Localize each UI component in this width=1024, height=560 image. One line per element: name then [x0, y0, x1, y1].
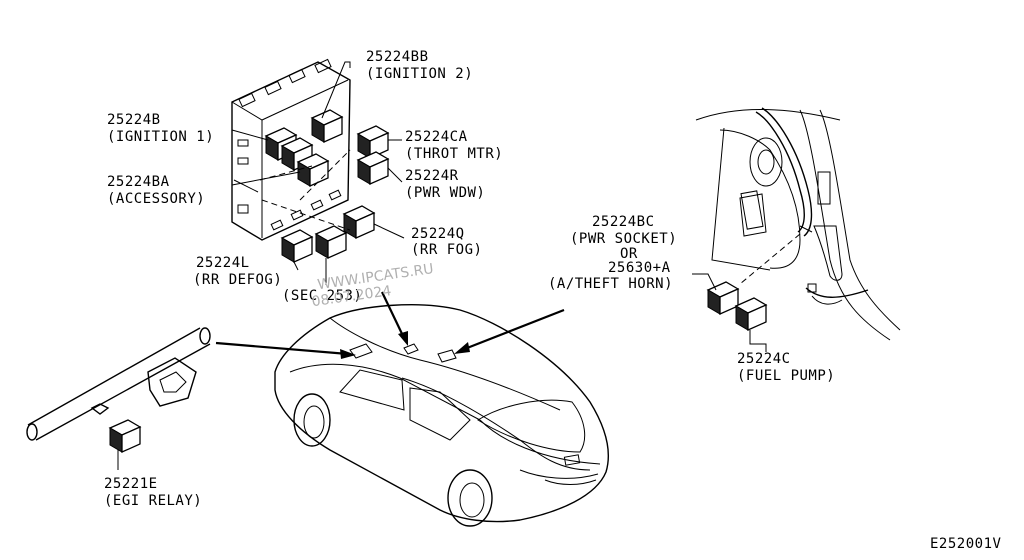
relay-rr-fog [342, 205, 376, 240]
dash-crossmember [26, 327, 211, 441]
relay-egi [108, 419, 142, 470]
label-rrdef-part: 25224L [196, 255, 250, 271]
label-fuel-desc: (FUEL PUMP) [737, 368, 835, 384]
relay-pwr-socket [706, 281, 740, 316]
label-socket-part: 25224BC [592, 214, 655, 230]
location-arrows [215, 291, 565, 359]
label-ign1-part: 25224B [107, 112, 161, 128]
relay-fuel-pump [734, 297, 768, 332]
label-pwr-part: 25224R [405, 168, 459, 184]
relay-throt-mtr [356, 125, 390, 160]
relay-sec-253 [314, 225, 348, 260]
label-acc-part: 25224BA [107, 174, 170, 190]
relay-pwr-wdw [356, 151, 390, 186]
label-or: OR [620, 246, 638, 262]
label-rrfog-part: 25224Q [411, 226, 465, 242]
label-throt-part: 25224CA [405, 129, 468, 145]
label-horn-part: 25630+A [608, 260, 671, 276]
watermark: WWW.IPCATS.RU 08.07.2024 [311, 261, 435, 310]
label-rrdef-desc: (RR DEFOG) [193, 272, 282, 288]
label-ign1-desc: (IGNITION 1) [107, 129, 214, 145]
label-egi-part: 25221E [104, 476, 158, 492]
label-pwr-desc: (PWR WDW) [405, 185, 485, 201]
diagram-code: E252001V [930, 536, 1002, 552]
label-sec-desc: (SEC 253) [282, 288, 362, 304]
relay-rr-defog [280, 229, 314, 264]
label-throt-desc: (THROT MTR) [405, 146, 503, 162]
relay-ignition-2 [310, 109, 344, 144]
vehicle-outline [274, 304, 609, 527]
label-rrfog-desc: (RR FOG) [411, 242, 482, 258]
relay-accessory [296, 153, 330, 188]
label-ign2-desc: (IGNITION 2) [366, 66, 473, 82]
relay-block [231, 58, 351, 241]
label-egi-desc: (EGI RELAY) [104, 493, 202, 509]
rear-quarter-detail [695, 107, 901, 341]
label-fuel-part: 25224C [737, 351, 791, 367]
label-acc-desc: (ACCESSORY) [107, 191, 205, 207]
label-horn-desc: (A/THEFT HORN) [548, 276, 673, 292]
label-ign2-part: 25224BB [366, 49, 429, 65]
label-socket-desc: (PWR SOCKET) [570, 231, 677, 247]
